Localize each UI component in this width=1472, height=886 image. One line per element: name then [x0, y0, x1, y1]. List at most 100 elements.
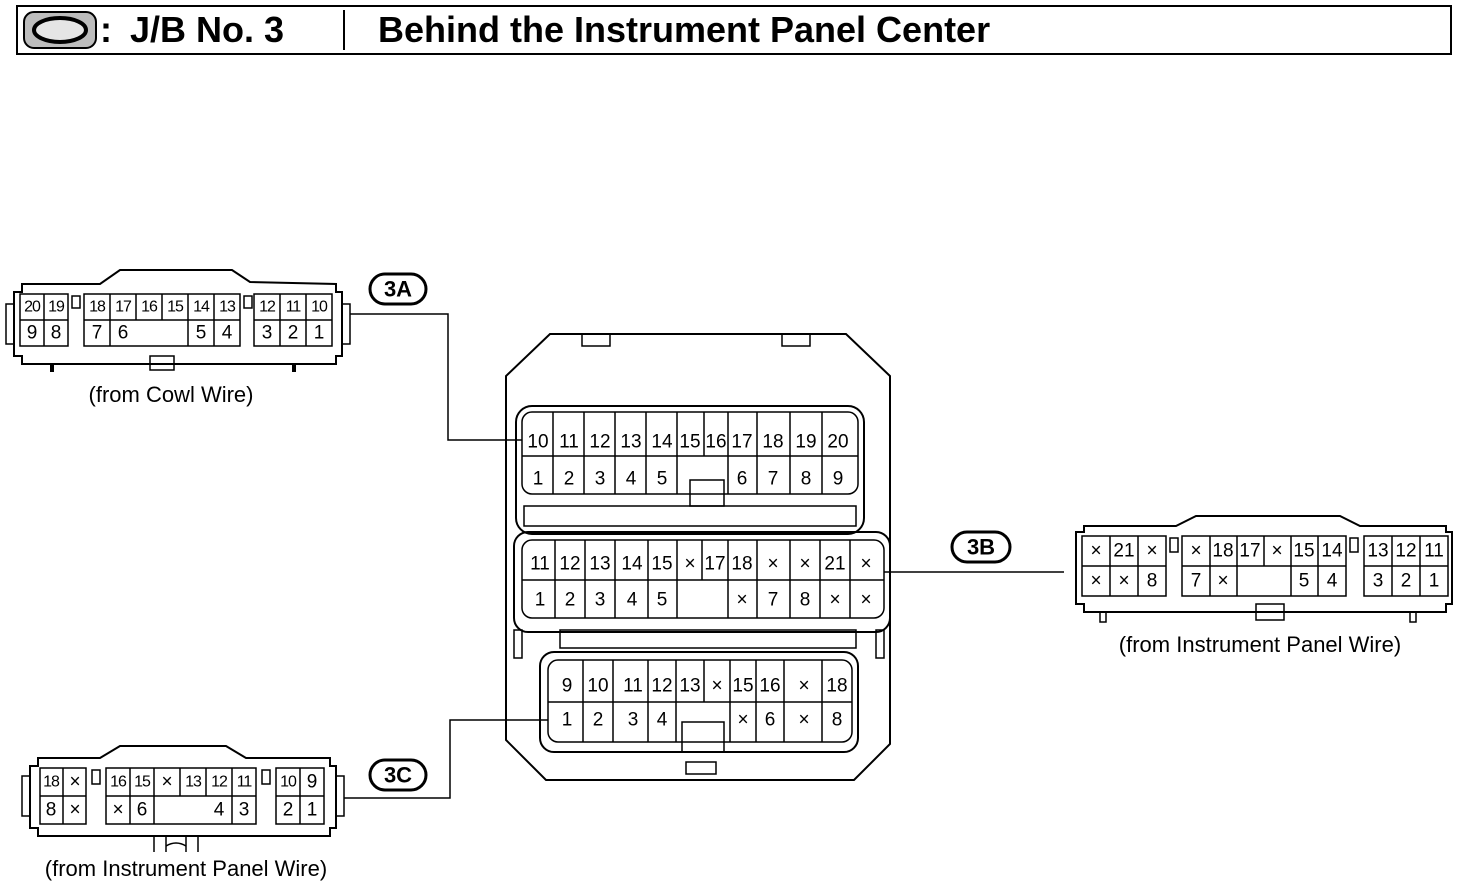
pin-label: 2	[565, 590, 576, 611]
pin-label: 19	[48, 299, 65, 316]
pin-label: 8	[800, 590, 811, 611]
pin-label: ×	[1118, 571, 1129, 592]
pin-label: 17	[704, 554, 725, 575]
pin-label: 11	[1424, 541, 1444, 562]
pin-label: ×	[1217, 571, 1228, 592]
pin-label: 4	[657, 710, 668, 731]
pin-label: 4	[214, 800, 225, 821]
pin-label: 14	[1321, 541, 1343, 562]
pin-label: 17	[731, 432, 752, 453]
location-title: Behind the Instrument Panel Center	[378, 9, 990, 50]
pin-label: ×	[1146, 541, 1157, 562]
pin-label: 14	[193, 299, 210, 316]
pin-label: 18	[1212, 541, 1233, 562]
pin-label: 10	[280, 774, 297, 791]
pin-label: 18	[826, 676, 847, 697]
pin-label: 4	[222, 323, 233, 344]
pin-label: 13	[679, 676, 700, 697]
pin-label: ×	[684, 554, 695, 575]
connector-symbol-icon	[23, 11, 97, 49]
pin-label: 17	[115, 299, 132, 316]
pin-label: 11	[286, 299, 302, 316]
pin-label: 11	[530, 554, 550, 575]
connector-3b: × 21 × × 18 17 × 15 14 13 12 11 × × 8 7 …	[1075, 515, 1453, 657]
pin-label: ×	[1090, 571, 1101, 592]
pin-label: 16	[705, 432, 726, 453]
pin-label: 1	[533, 469, 544, 490]
pin-label: ×	[798, 676, 809, 697]
pin-label: 8	[46, 800, 57, 821]
pin-label: ×	[860, 554, 871, 575]
pin-label: 12	[259, 299, 276, 316]
pin-label: 6	[118, 323, 129, 344]
pin-label: ×	[798, 710, 809, 731]
pin-label: 3	[262, 323, 273, 344]
callout-3a: 3A	[350, 272, 522, 441]
pin-label: 7	[92, 323, 103, 344]
pin-label: 3	[595, 469, 606, 490]
pin-label: 10	[311, 299, 328, 316]
pin-label: 11	[623, 676, 643, 697]
pin-label: 16	[759, 676, 780, 697]
pin-label: 13	[620, 432, 641, 453]
jb-number-label: J/B No. 3	[130, 9, 284, 50]
pin-label: 12	[1395, 541, 1416, 562]
pin-label: 9	[833, 469, 844, 490]
pin-label: 3	[239, 800, 250, 821]
callout-tag-label: 3C	[384, 763, 412, 788]
pin-label: 3	[1373, 571, 1384, 592]
pin-label: 9	[562, 676, 573, 697]
pin-label: 7	[1191, 571, 1202, 592]
pin-label: 9	[307, 772, 318, 793]
pin-label: 18	[731, 554, 752, 575]
pin-label: 7	[768, 469, 779, 490]
pin-label: 1	[562, 710, 573, 731]
connector-3a: 20 19 18 17 16 15 14 13 12 11 10 9 8 7 6…	[5, 269, 351, 407]
junction-block: 10 11 12 13 14 15 16 17 18 19 20 1 2 3 4…	[505, 333, 891, 781]
pin-label: ×	[737, 710, 748, 731]
pin-label: 12	[559, 554, 580, 575]
pin-label: 5	[657, 469, 668, 490]
connector-caption: (from Cowl Wire)	[89, 382, 254, 407]
pin-label: 19	[795, 432, 816, 453]
pin-label: 11	[237, 774, 253, 791]
pin-label: 5	[657, 590, 668, 611]
pin-label: 5	[196, 323, 207, 344]
pin-label: 8	[1147, 571, 1158, 592]
pin-label: ×	[1190, 541, 1201, 562]
pin-label: 12	[211, 774, 228, 791]
pin-label: 16	[141, 299, 158, 316]
pin-label: 10	[587, 676, 608, 697]
pin-label: 11	[559, 432, 579, 453]
pin-label: ×	[799, 554, 810, 575]
pin-label: ×	[736, 590, 747, 611]
pin-label: ×	[69, 772, 80, 793]
pin-label: ×	[767, 554, 778, 575]
pin-label: 18	[43, 774, 60, 791]
callout-3c: 3C	[344, 719, 548, 799]
pin-label: ×	[829, 590, 840, 611]
pin-label: 6	[765, 710, 776, 731]
pin-label: ×	[1271, 541, 1282, 562]
pin-label: 5	[1299, 571, 1310, 592]
pin-label: 14	[651, 432, 673, 453]
callout-tag-label: 3B	[967, 535, 995, 560]
pin-label: 15	[134, 774, 151, 791]
svg-text::: :	[100, 9, 112, 50]
pin-label: 1	[314, 323, 325, 344]
pin-label: 4	[626, 469, 637, 490]
pin-label: 8	[832, 710, 843, 731]
callout-3b: 3B	[884, 530, 1064, 573]
pin-label: 15	[1293, 541, 1314, 562]
pin-label: 13	[1367, 541, 1388, 562]
pin-label: 8	[801, 469, 812, 490]
pin-label: 7	[768, 590, 779, 611]
header-bar: : J/B No. 3 Behind the Instrument Panel …	[16, 5, 1452, 55]
pin-label: 18	[89, 299, 106, 316]
pin-label: 4	[1327, 571, 1338, 592]
connector-caption: (from Instrument Panel Wire)	[1119, 632, 1401, 657]
pin-label: 3	[595, 590, 606, 611]
pin-label: 13	[589, 554, 610, 575]
pin-label: 2	[288, 323, 299, 344]
